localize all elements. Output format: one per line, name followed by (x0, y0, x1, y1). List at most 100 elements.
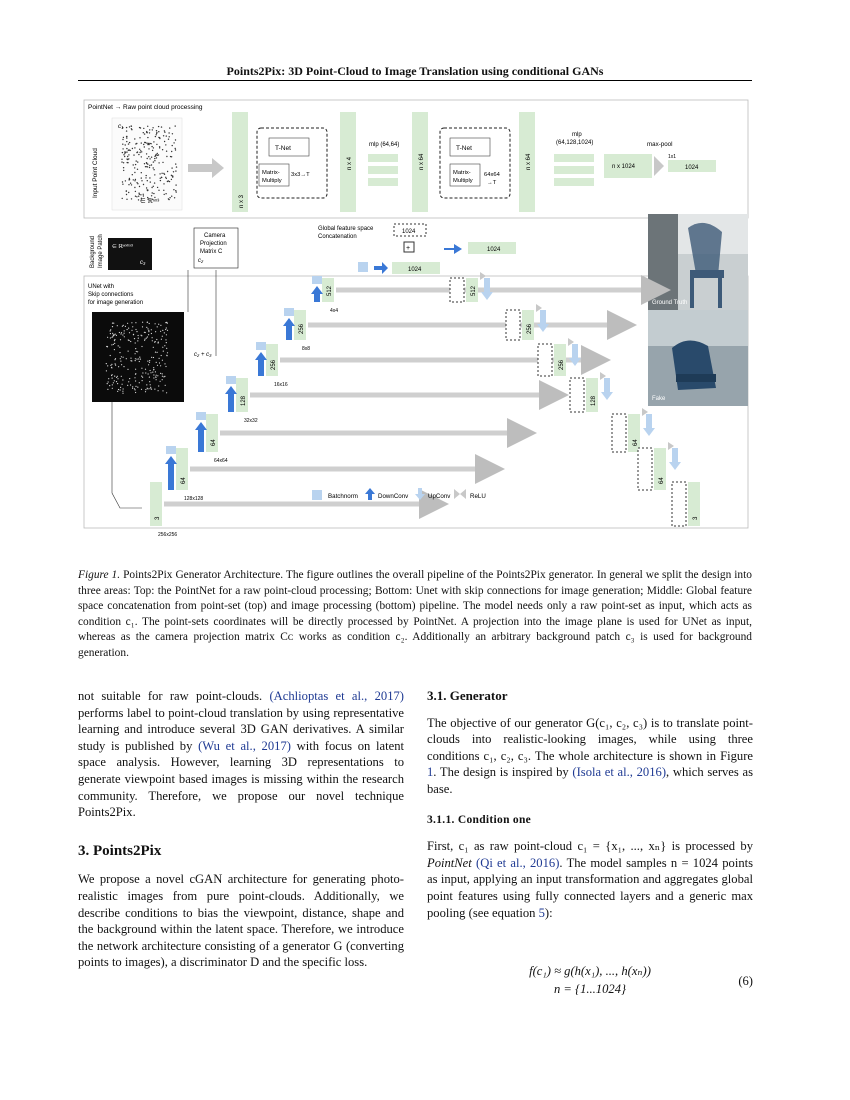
upconv-arrow (569, 344, 581, 366)
decoder-channel: 64 (633, 439, 639, 446)
svg-text:Projection: Projection (200, 241, 227, 247)
svg-text:→T: →T (487, 180, 497, 186)
running-title: Points2Pix: 3D Point-Cloud to Image Tran… (226, 64, 604, 78)
upconv-arrow (537, 310, 549, 332)
decoder-copy (637, 447, 653, 491)
svg-text:n x 3: n x 3 (239, 194, 245, 208)
encoder-layer (322, 278, 334, 302)
svg-text:3x3→T: 3x3→T (291, 172, 310, 178)
svg-text:max-pool: max-pool (647, 141, 672, 148)
encoder-layer (176, 448, 188, 490)
batchnorm-block (256, 342, 266, 350)
svg-text:1024: 1024 (487, 247, 501, 253)
svg-text:Matrix-: Matrix- (262, 170, 280, 176)
encoder-channel: 64 (211, 439, 217, 446)
citation-isola[interactable]: (Isola et al., 2016) (572, 765, 667, 780)
decoder-copy (611, 413, 627, 453)
fake-label: Fake (652, 396, 666, 402)
downconv-arrow (225, 386, 237, 412)
encoder-channel: 64 (181, 477, 187, 484)
decoder-layer (466, 278, 478, 302)
projected-input-image (92, 312, 184, 402)
input-point-cloud-label: Input Point Cloud (92, 148, 99, 198)
right-column: 3.1. Generator The objective of our gene… (427, 688, 753, 921)
encoder-channel: 128 (241, 395, 247, 406)
svg-text:UpConv: UpConv (428, 493, 451, 500)
decoder-copy (505, 309, 521, 341)
left-paragraph-1: not suitable for raw point-clouds. (Achl… (78, 689, 405, 820)
input-arrow (188, 158, 224, 178)
layer-n-x-1024 (604, 154, 652, 178)
left-paragraph-2: We propose a novel cGAN architecture for… (78, 872, 404, 970)
architecture-figure: PointNet → Raw point cloud processing c₁… (82, 98, 752, 538)
citation-qi[interactable]: (Qi et al., 2016) (476, 855, 560, 870)
citation-achlioptas[interactable]: (Achlioptas et al., 2017) (269, 689, 404, 703)
c1-label: c₁ (118, 123, 123, 130)
caption-label: Figure 1. (78, 569, 121, 581)
svg-text:+: + (406, 245, 410, 252)
fake-image (648, 310, 748, 406)
decoder-layer (688, 482, 700, 526)
svg-text:Matrix C: Matrix C (200, 249, 223, 255)
svg-text:mlp: mlp (572, 132, 582, 138)
encoder-layer (236, 378, 248, 412)
point-cloud-image (111, 117, 183, 211)
svg-text:1x1: 1x1 (668, 154, 676, 160)
global-feature-label: Global feature space (318, 226, 374, 232)
downconv-arrow (195, 422, 207, 452)
svg-text:1024: 1024 (402, 229, 416, 235)
svg-text:for image generation: for image generation (88, 300, 143, 306)
tnet-block-2 (439, 127, 511, 199)
svg-text:T-Net: T-Net (275, 145, 291, 152)
decoder-copy (537, 343, 553, 377)
section-3-heading: 3. Points2Pix (78, 842, 162, 859)
svg-text:∈ ℝʷˣʰˣ³: ∈ ℝʷˣʰˣ³ (112, 243, 133, 250)
downconv-arrow (165, 456, 177, 490)
decoder-layer (554, 344, 566, 376)
relu-marker (600, 372, 606, 380)
layer-n-x-64-b (519, 112, 535, 212)
svg-text:Batchnorm: Batchnorm (328, 493, 358, 500)
upconv-arrow (669, 448, 681, 470)
encoder-channel: 3 (155, 516, 161, 520)
equation-ref[interactable]: 5 (538, 905, 545, 920)
decoder-channel: 64 (659, 477, 665, 484)
svg-text:ReLU: ReLU (470, 493, 486, 500)
relu-marker (642, 408, 648, 416)
header-rule (78, 80, 752, 81)
background-patch-image (108, 238, 152, 270)
section-3-1-heading: 3.1. Generator (427, 688, 508, 703)
decoder-layer (654, 448, 666, 490)
decoder-channel: 256 (527, 323, 533, 334)
svg-text:(64,128,1024): (64,128,1024) (556, 140, 593, 146)
svg-text:Multiply: Multiply (453, 178, 473, 184)
batchnorm-block (166, 446, 176, 454)
upconv-arrow (643, 414, 655, 436)
right-paragraph-1: The objective of our generator G(c₁, c₂,… (427, 715, 753, 796)
size-label: 4x4 (330, 308, 338, 314)
pointnet-label: PointNet → Raw point cloud processing (88, 104, 203, 111)
decoder-copy (449, 277, 465, 303)
citation-wu[interactable]: (Wu et al., 2017) (198, 738, 291, 753)
legend: Batchnorm DownConv UpConv ReLU (312, 488, 486, 500)
global-1024 (668, 160, 716, 172)
svg-text:n x 64: n x 64 (419, 153, 425, 170)
svg-text:Matrix-: Matrix- (453, 170, 471, 176)
camera-projection-box (193, 227, 239, 269)
svg-text:UNet with: UNet with (88, 284, 114, 290)
encoder-channel: 256 (271, 359, 277, 370)
relu-marker (568, 338, 574, 346)
decoder-copy (569, 377, 585, 413)
encoder-layer (150, 482, 162, 526)
svg-text:Camera: Camera (204, 233, 226, 239)
figure-ref[interactable]: 1 (427, 765, 434, 780)
svg-text:64x64: 64x64 (484, 172, 501, 178)
equation-6: f(c₁) ≈ g(h(x₁), ..., h(xₙ)) n = {1...10… (427, 962, 753, 998)
ground-truth-label: Ground Truth (652, 300, 687, 306)
encoder-channel: 256 (299, 323, 305, 334)
relu-marker (668, 442, 674, 450)
batchnorm-block (196, 412, 206, 420)
downconv-arrow (311, 286, 323, 302)
size-label: 16x16 (274, 382, 288, 388)
right-paragraph-2: First, c₁ as raw point-cloud c₁ = {x₁, .… (427, 839, 754, 920)
